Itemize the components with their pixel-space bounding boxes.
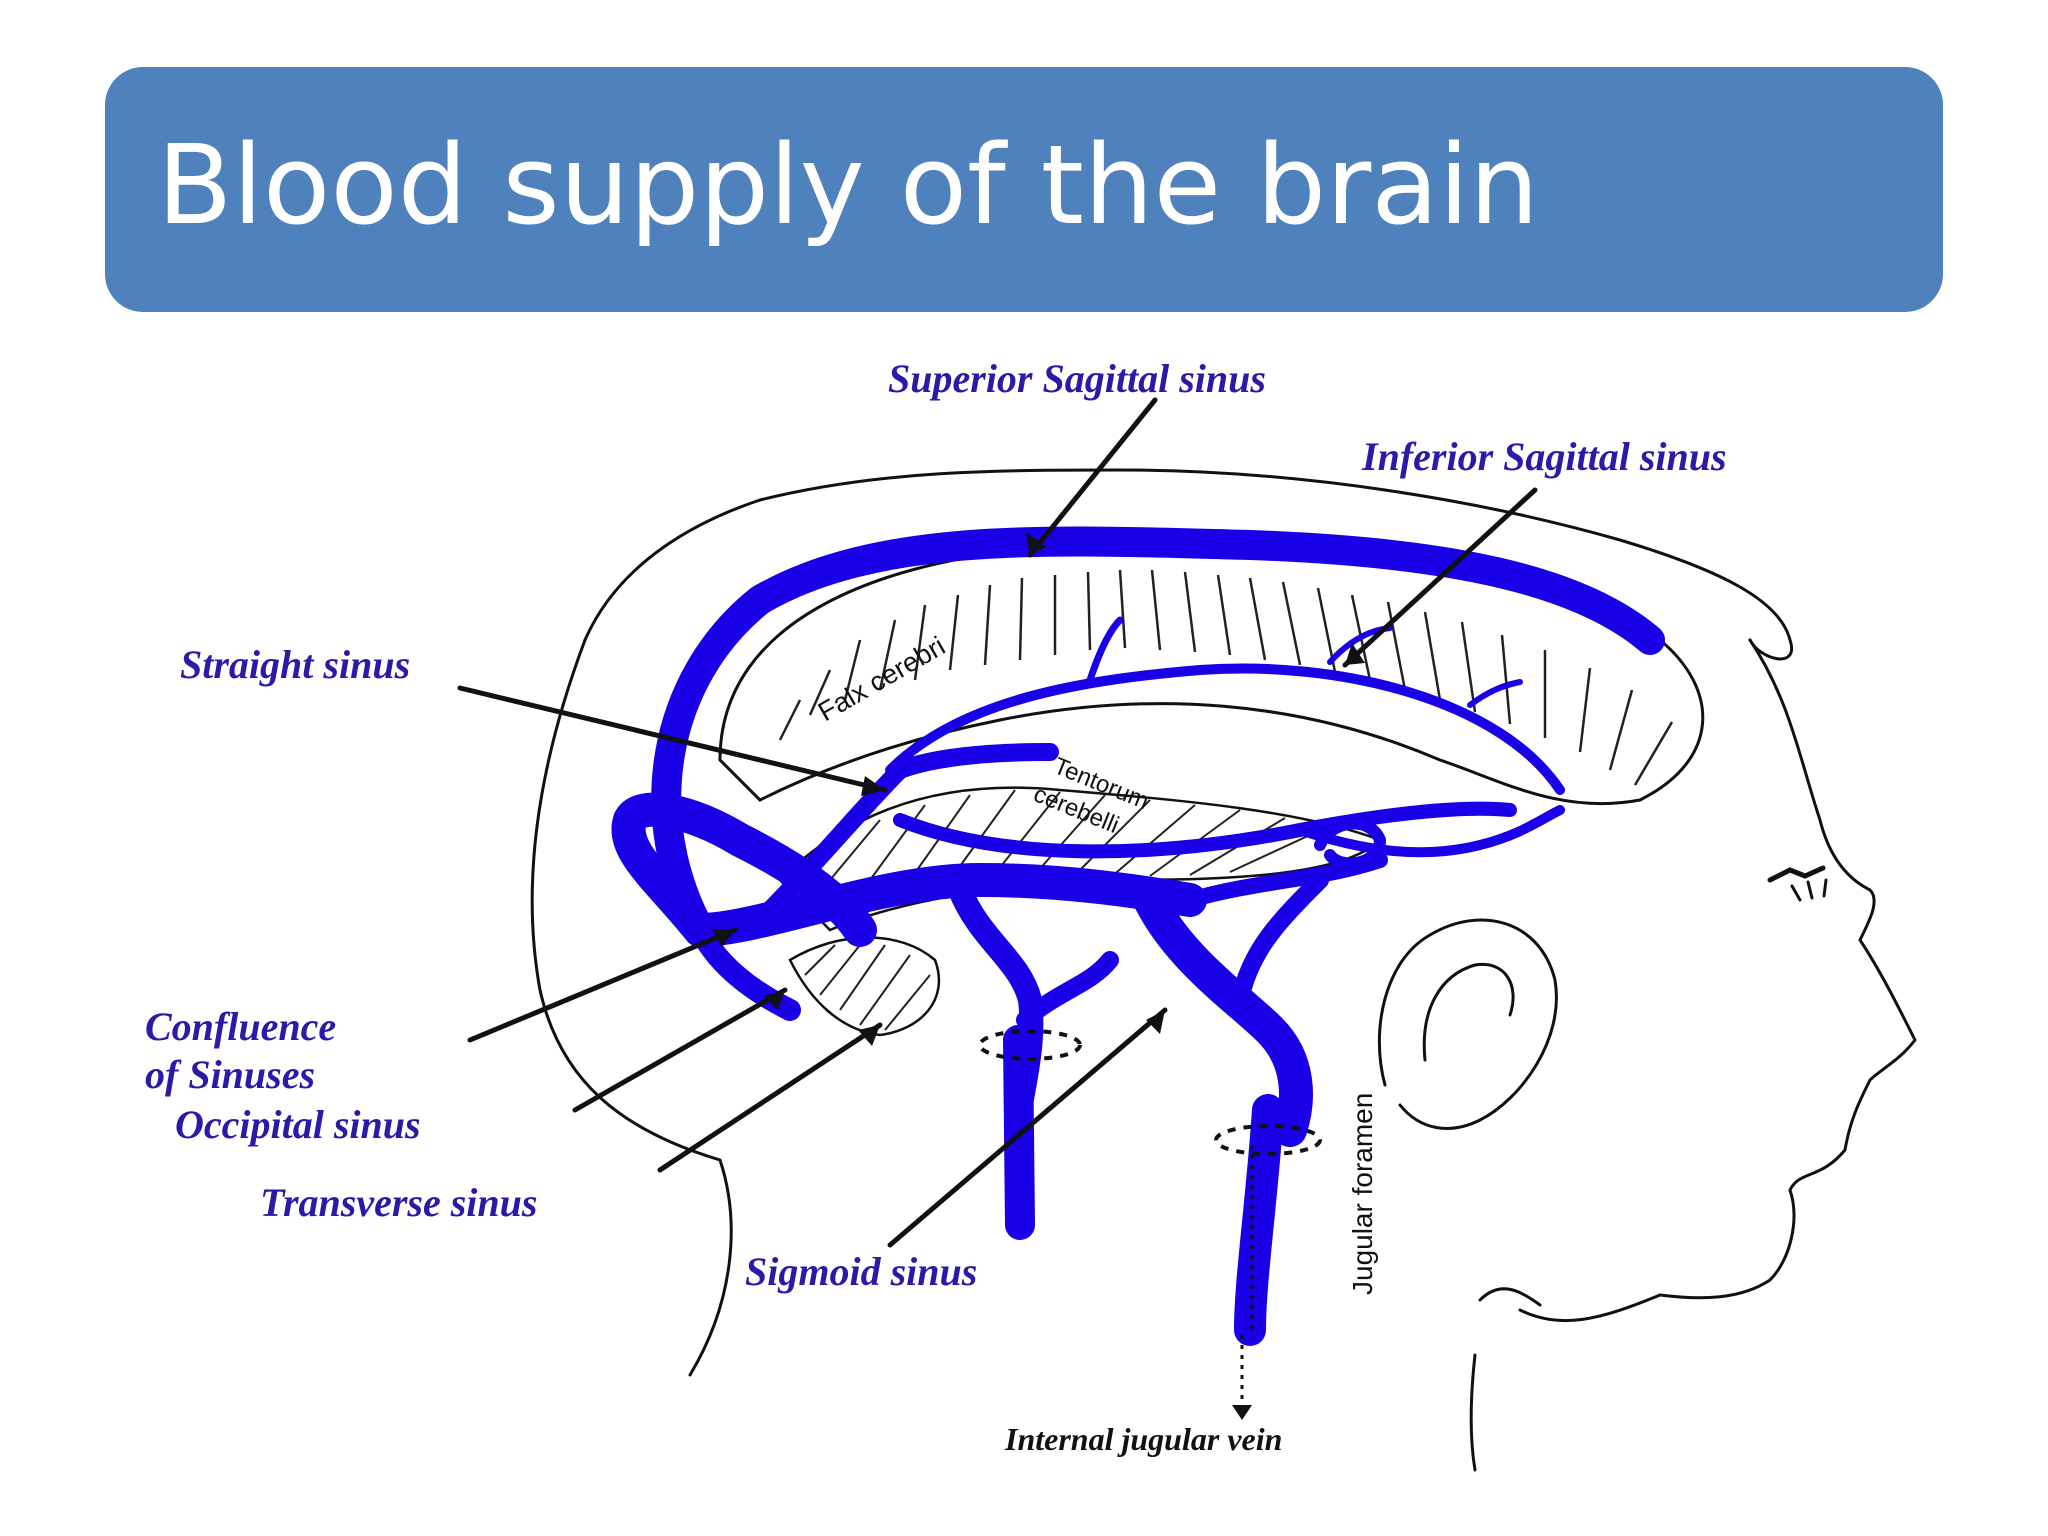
label-straight: Straight sinus <box>180 642 410 687</box>
label-confluence-1: Confluence <box>145 1004 336 1049</box>
ear-inner <box>1422 962 1515 1062</box>
skull-outline <box>583 468 1794 661</box>
label-transverse: Transverse sinus <box>260 1180 537 1225</box>
emissary-branch-2 <box>1231 871 1329 1009</box>
emissary-branch <box>1016 951 1119 1029</box>
great-cerebral-vein <box>893 801 1517 859</box>
arrow-confluence <box>467 927 738 1043</box>
jaw-line <box>1518 1293 1662 1323</box>
arrow-occipital <box>572 987 788 1113</box>
inferior-sagittal-branch-1 <box>1086 616 1124 684</box>
sinus-labels: Superior Sagittal sinus Inferior Sagitta… <box>145 356 1727 1294</box>
jugular-dotted-path <box>1240 1145 1254 1410</box>
label-inferior-sagittal: Inferior Sagittal sinus <box>1361 434 1727 479</box>
eye-brow <box>1767 865 1826 883</box>
neck-front <box>1469 1353 1477 1472</box>
neck-back <box>688 1158 733 1377</box>
arrow-straight <box>457 685 888 793</box>
back-of-head <box>530 638 722 1162</box>
label-confluence-2: of Sinuses <box>145 1052 315 1097</box>
petrosal-sinus <box>1182 852 1388 908</box>
internal-jugular-arrowhead <box>1232 1405 1252 1420</box>
inferior-sagittal-branch-3 <box>1467 679 1523 708</box>
ear-outer <box>1377 918 1558 1130</box>
jugular-foramen-marks <box>978 1029 1322 1156</box>
arrowheads <box>712 532 1365 1046</box>
arrow-inferior-sagittal <box>1342 487 1538 668</box>
label-sigmoid: Sigmoid sinus <box>745 1249 977 1294</box>
pointer-arrows <box>457 397 1538 1248</box>
arrow-superior-sagittal <box>1027 397 1158 558</box>
superior-sagittal-sinus <box>651 526 1665 945</box>
confluence-of-sinuses <box>611 792 877 947</box>
venous-sinuses <box>611 526 1665 1346</box>
transverse-sinus <box>683 863 1207 947</box>
head-outline <box>530 468 1917 1472</box>
label-occipital: Occipital sinus <box>175 1102 421 1147</box>
internal-jugular-vein <box>1234 1094 1284 1346</box>
inferior-sagittal-sinus <box>885 663 1565 795</box>
title-bar: Blood supply of the brain <box>105 67 1943 312</box>
foramen-ring-1 <box>978 1029 1082 1061</box>
foramen-ring-2 <box>1214 1124 1322 1156</box>
occipital-region <box>788 936 941 1037</box>
face-profile <box>1658 638 1917 1300</box>
slide-title: Blood supply of the brain <box>157 120 1539 249</box>
neck-skin-fold <box>1478 1287 1542 1307</box>
label-superior-sagittal: Superior Sagittal sinus <box>888 356 1266 401</box>
label-internal-jugular: Internal jugular vein <box>1004 1421 1282 1457</box>
label-jugular-foramen: Jugular foramen <box>1347 1093 1378 1295</box>
sigmoid-sinus-right <box>1133 883 1313 1147</box>
eye-lashes <box>1790 878 1828 902</box>
arrow-sigmoid <box>887 1007 1168 1248</box>
arrow-transverse <box>657 1022 883 1173</box>
basal-vein <box>1295 805 1565 858</box>
